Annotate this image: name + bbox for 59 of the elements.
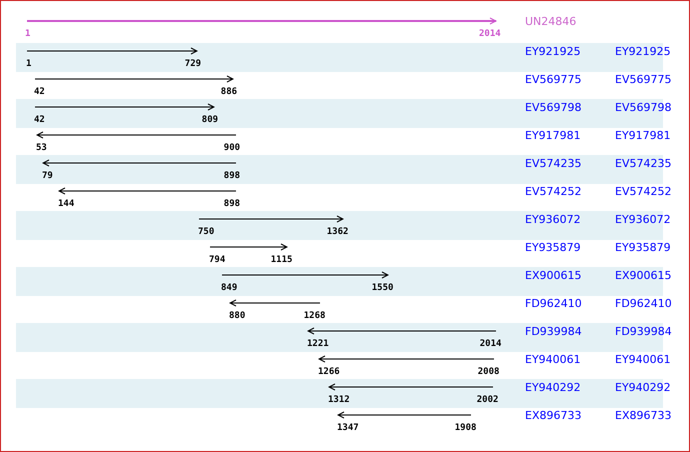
- sequence-id: EV574252: [525, 185, 582, 198]
- sequence-id: EY940061: [525, 353, 581, 366]
- sequence-id: EY940292: [615, 381, 671, 394]
- sequence-id: EV569798: [525, 101, 582, 114]
- sequence-id: EV569798: [615, 101, 672, 114]
- position-number: 1347: [337, 423, 359, 434]
- position-number: 42: [34, 115, 45, 126]
- position-number: 1908: [454, 423, 476, 434]
- sequence-id: FD939984: [525, 325, 582, 338]
- position-number: 79: [42, 171, 53, 182]
- position-number: 794: [209, 255, 226, 266]
- position-number: 880: [229, 311, 246, 322]
- sequence-id: EY935879: [525, 241, 581, 254]
- position-number: 1550: [372, 283, 394, 294]
- position-number: 2014: [479, 29, 501, 40]
- sequence-id: EV574252: [615, 185, 672, 198]
- position-number: 849: [221, 283, 238, 294]
- sequence-id: EY921925: [525, 45, 581, 58]
- position-number: 750: [198, 227, 214, 238]
- sequence-id: EV574235: [615, 157, 672, 170]
- sequence-id: EY935879: [615, 241, 671, 254]
- sequence-id: FD962410: [615, 297, 672, 310]
- position-number: 1268: [304, 311, 326, 322]
- position-number: 898: [224, 171, 240, 182]
- position-number: 809: [202, 115, 218, 126]
- position-number: 1312: [328, 395, 350, 406]
- sequence-id: EV574235: [525, 157, 582, 170]
- position-number: 1115: [270, 255, 292, 266]
- position-number: 144: [58, 199, 74, 210]
- position-number: 1266: [318, 367, 340, 378]
- position-number: 1362: [326, 227, 348, 238]
- sequence-id: EY940061: [615, 353, 671, 366]
- sequence-id: FD939984: [615, 325, 672, 338]
- sequence-id: EY921925: [615, 45, 671, 58]
- sequence-id: EX896733: [615, 409, 672, 422]
- sequence-id: UN24846: [525, 15, 576, 28]
- sequence-id: EY936072: [525, 213, 581, 226]
- position-number: 42: [34, 87, 45, 98]
- position-number: 898: [224, 199, 240, 210]
- position-number: 1221: [307, 339, 329, 350]
- sequence-id: EY936072: [615, 213, 671, 226]
- position-number: 2008: [478, 367, 500, 378]
- position-number: 2002: [476, 395, 498, 406]
- position-number: 53: [36, 143, 47, 154]
- sequence-id: EV569775: [525, 73, 582, 86]
- position-number: 1: [25, 29, 30, 40]
- sequence-id: EY917981: [525, 129, 581, 142]
- position-number: 1: [26, 59, 32, 70]
- sequence-id: EV569775: [615, 73, 672, 86]
- sequence-id: EY917981: [615, 129, 671, 142]
- sequence-id: EX900615: [615, 269, 672, 282]
- sequence-id: FD962410: [525, 297, 582, 310]
- sequence-id: EY940292: [525, 381, 581, 394]
- sequence-id: EX900615: [525, 269, 582, 282]
- sequence-id: EX896733: [525, 409, 582, 422]
- position-number: 886: [220, 87, 238, 98]
- position-number: 2014: [480, 339, 502, 350]
- position-number: 900: [224, 143, 240, 154]
- position-number: 729: [184, 59, 202, 70]
